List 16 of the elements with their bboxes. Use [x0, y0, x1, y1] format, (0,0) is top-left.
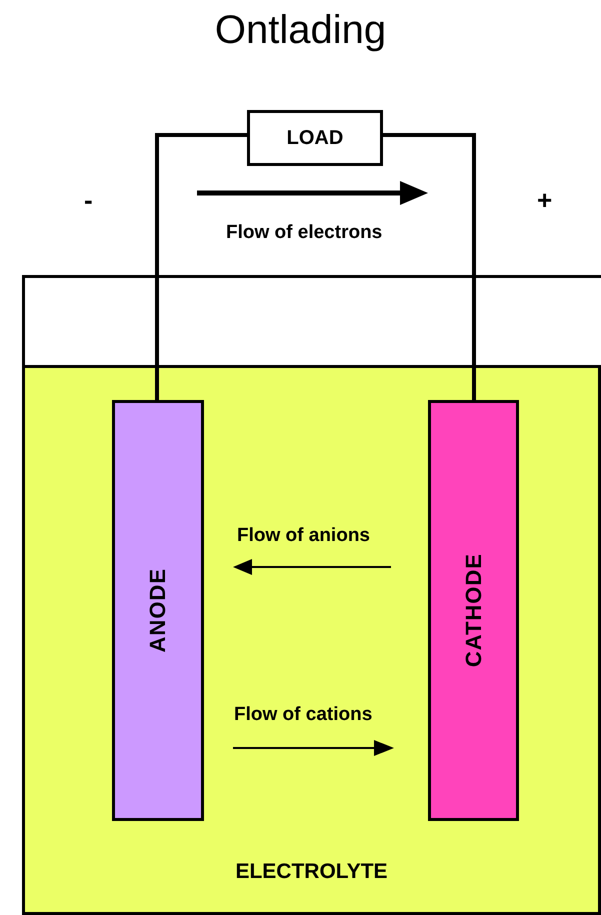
load-box	[247, 110, 383, 166]
electrode-bar	[428, 400, 519, 821]
minus-sign: -	[84, 185, 93, 216]
electrode-label: CATHODE	[460, 553, 486, 668]
plus-sign: +	[537, 185, 552, 216]
electrolyte-label: ELECTROLYTE	[235, 860, 388, 885]
electrode-label: ANODE	[145, 568, 171, 653]
wire	[383, 133, 476, 400]
flow-label: Flow of anions	[237, 525, 370, 547]
electrode-bar	[112, 400, 204, 821]
title: Ontlading	[214, 8, 388, 53]
flow-label: Flow of electrons	[226, 222, 382, 244]
flow-label: Flow of cations	[234, 704, 372, 726]
electrolyte-region	[22, 365, 601, 915]
load-label: LOAD	[286, 126, 344, 150]
wire	[155, 133, 247, 400]
